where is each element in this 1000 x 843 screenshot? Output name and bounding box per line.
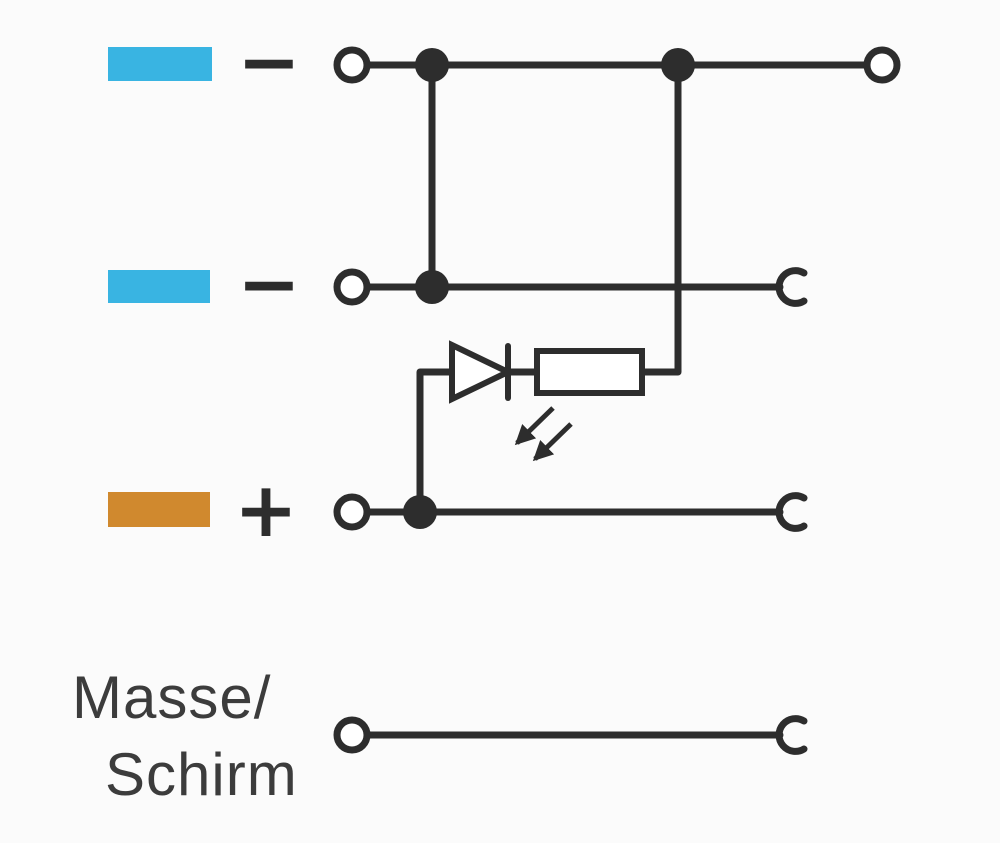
color-marker-blue-1 (108, 47, 212, 81)
led-light-arrow-2 (532, 422, 573, 462)
ground-label-line2: Schirm (105, 741, 298, 808)
led-light-arrow-1 (514, 406, 555, 446)
spring-contact-2 (775, 267, 808, 307)
spring-contact-4 (775, 715, 808, 755)
wire-led-anode (416, 368, 456, 516)
ground-label-line1: Masse/ (72, 664, 271, 731)
junction-dot-3 (403, 495, 437, 529)
polarity-label-1: − (237, 17, 301, 106)
resistor-body (534, 348, 645, 396)
junction-dot-1a (415, 48, 449, 82)
polarity-label-3: + (234, 465, 298, 554)
junction-dot-1b (661, 48, 695, 82)
wire-vertical-right (638, 61, 682, 376)
spring-contact-3 (775, 492, 808, 532)
terminal-circle-left-1 (333, 46, 371, 84)
led-triangle (449, 340, 515, 404)
terminal-circle-right-1 (863, 46, 901, 84)
color-marker-orange (108, 492, 210, 527)
terminal-circle-left-3 (333, 493, 371, 531)
terminal-circle-left-4 (333, 716, 371, 754)
terminal-circle-left-2 (333, 268, 371, 306)
polarity-label-2: − (237, 239, 301, 328)
junction-dot-2 (415, 270, 449, 304)
color-marker-blue-2 (108, 270, 210, 303)
